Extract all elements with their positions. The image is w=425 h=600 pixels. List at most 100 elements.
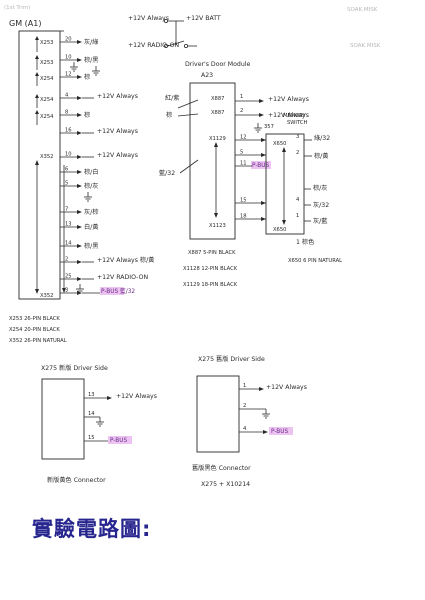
x887-connector: X887 X887 1 2 +12V Always +12V Always [211, 94, 309, 119]
gm-pin-9-number: 7 [65, 207, 68, 213]
gm-pin-3-label: +12V Always [97, 93, 138, 100]
gm-pin-6-number: 10 [65, 152, 72, 158]
gm-ref-5: X352 [40, 154, 53, 160]
new-conn-caption: 新版黃色 Connector [47, 476, 106, 484]
x1123-ref: X1123 [209, 223, 226, 229]
x887-out-1: +12V Always [268, 96, 309, 103]
power-radio-label: +12V RADIO-ON [128, 42, 179, 49]
door-module-box [189, 82, 236, 240]
gm-legend-1: X253 26-PIN BLACK [9, 316, 60, 322]
new-pin-0-label: +12V Always [116, 393, 157, 400]
x650-pin-1: 2 [296, 150, 299, 156]
door-legend-3: X1129 18-PIN BLACK [183, 282, 238, 288]
x887-pin-2: 2 [240, 108, 243, 114]
x650-right-2: 棕/黃 [314, 152, 328, 160]
door-title: Driver's Door Module [185, 61, 250, 68]
new-pin-2-number: 15 [88, 435, 95, 441]
gm-pin-7-label: 棕/白 [84, 168, 98, 176]
gm-connector-brackets [35, 36, 39, 294]
new-pin-2-label: P-BUS [110, 438, 127, 444]
gm-ref-4: X254 [40, 114, 54, 120]
new-pin-1-number: 14 [88, 411, 95, 417]
gm-pin-14-number: 3 [65, 288, 68, 294]
old-pin-0-number: 1 [243, 383, 246, 389]
door-legend-1: X887 5-PIN BLACK [188, 250, 236, 256]
watermark-top: SOAK.MISK [347, 7, 378, 13]
gm-legend-3: X352 26-PIN NATURAL [9, 338, 67, 344]
x650-description: X650 6 PIN NATURAL [288, 258, 342, 264]
gm-pin-10-label: 白/黃 [84, 223, 98, 231]
gm-pin-12-number: 2 [65, 257, 68, 263]
gm-pin-8-number: 5 [65, 181, 68, 187]
gm-ref-3: X254 [40, 97, 54, 103]
x650-right-labels: 綠/32 棕/黃 棕/灰 灰/32 灰/藍 1 棕色 X650 6 PIN NA… [288, 134, 342, 264]
gm-pin-8-label: 棕/灰 [84, 182, 98, 190]
gm-pin-7-number: 6 [65, 167, 68, 173]
power-switch-sketch: +12V Always +12V BATT +12V RADIO-ON [128, 15, 221, 49]
gm-pin-5-number: 16 [65, 128, 72, 134]
gm-pin-1-label: 棕/黑 [84, 56, 98, 64]
door-left-label-2: 棕 [166, 111, 172, 119]
x650-right-5: 灰/藍 [313, 217, 327, 225]
x887-ref-2: X887 [211, 110, 224, 116]
door-legend-2: X1128 12-PIN BLACK [183, 266, 238, 272]
power-always-label: +12V Always [128, 15, 169, 22]
old-conn-title: X275 舊版 Driver Side [198, 355, 265, 363]
x650-right-4: 灰/32 [313, 201, 329, 209]
x650-ref-bot: X650 [273, 227, 286, 233]
gm-legend-2: X254 20-PIN BLACK [9, 327, 60, 333]
gm-ref-1: X253 [40, 60, 53, 66]
x650-bottom-label: 1 棕色 [296, 238, 314, 246]
gm-pin-0-number: 20 [65, 37, 72, 43]
watermark-mid: SOAK.MISK [350, 43, 381, 49]
gm-pin-11-number: 14 [65, 241, 72, 247]
old-pin-2-label: P-BUS [271, 429, 288, 435]
x887-ref-1: X887 [211, 96, 224, 102]
x650-ref-top: X650 [273, 141, 286, 147]
gm-pin-13-label: +12V RADIO-ON [97, 274, 148, 281]
door-ref: A23 [201, 72, 213, 79]
new-pin-0-number: 13 [88, 392, 95, 398]
gm-pin-11-label: 棕/黑 [84, 242, 98, 250]
new-conn-title: X275 新版 Driver Side [41, 364, 108, 372]
gm-pin-2-label: 棕 [84, 73, 90, 81]
pbus-highlight [108, 436, 132, 444]
x1129-pin-0: 12 [240, 135, 247, 141]
door-pbus-label: P-BUS [252, 163, 269, 169]
blue-wire-label: 藍/32 [159, 169, 175, 177]
x650-pin-2: 4 [296, 197, 300, 203]
x887-pin-1: 1 [240, 94, 243, 100]
new-conn-box [41, 378, 85, 460]
x650-pin-3: 1 [296, 213, 299, 219]
gm-pin-1-number: 10 [65, 55, 72, 61]
x1129-ref: X1129 [209, 136, 226, 142]
old-pin-0-label: +12V Always [266, 384, 307, 391]
gm-pin-6-label: +12V Always [97, 152, 138, 159]
x650-pin-0: 3 [296, 134, 299, 140]
gm-pin-14-label: P-BUS 藍/32 [101, 287, 135, 295]
gm-pin-0-label: 灰/綠 [84, 38, 99, 46]
old-conn-caption-1: 舊版黑色 Connector [192, 464, 251, 472]
old-conn-caption-2: X275 + X10214 [201, 481, 250, 488]
gm-ref-6: X352 [40, 293, 53, 299]
gm-ref-0: X253 [40, 40, 53, 46]
pbus-highlight [100, 287, 124, 295]
gm-pin-2-number: 12 [65, 72, 72, 78]
gm-pin-3-number: 4 [65, 93, 69, 99]
gm-pin-13-number: 25 [65, 274, 72, 280]
memory-switch-label-1: MEMORY [283, 113, 307, 119]
diagram-caption: 實驗電路圖: [32, 517, 152, 541]
gm-pin-9-label: 灰/棕 [84, 208, 98, 216]
x887-out-2: +12V Always [268, 112, 309, 119]
x1129-pin-4: 18 [240, 214, 247, 220]
x650-right-1: 綠/32 [314, 134, 330, 142]
memory-switch-label-2: SWITCH [287, 120, 307, 126]
gm-title: GM (A1) [9, 19, 41, 28]
old-pin-2-number: 4 [243, 426, 247, 432]
gm-module-box [18, 30, 61, 300]
